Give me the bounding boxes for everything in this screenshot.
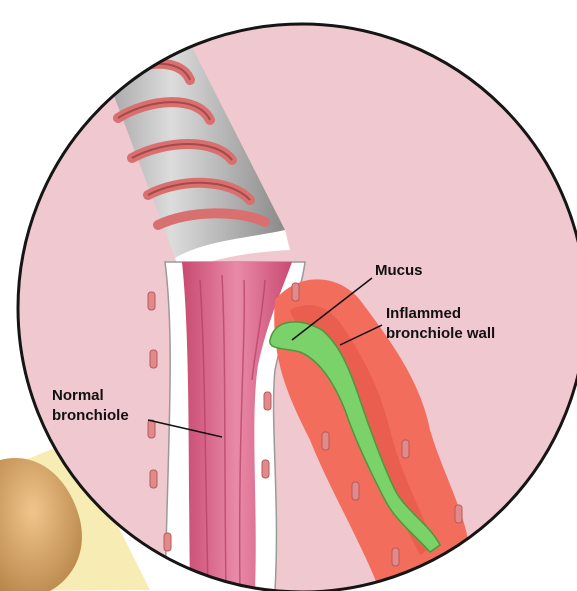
magnified-view bbox=[18, 0, 577, 591]
mucus-label: Mucus bbox=[375, 262, 423, 279]
normal-label-line2: bronchiole bbox=[52, 407, 129, 424]
inflamed-label-line1: Inflammed bbox=[386, 305, 461, 322]
inflamed-label-line2: bronchiole wall bbox=[386, 325, 495, 342]
normal-label-line1: Normal bbox=[52, 387, 104, 404]
